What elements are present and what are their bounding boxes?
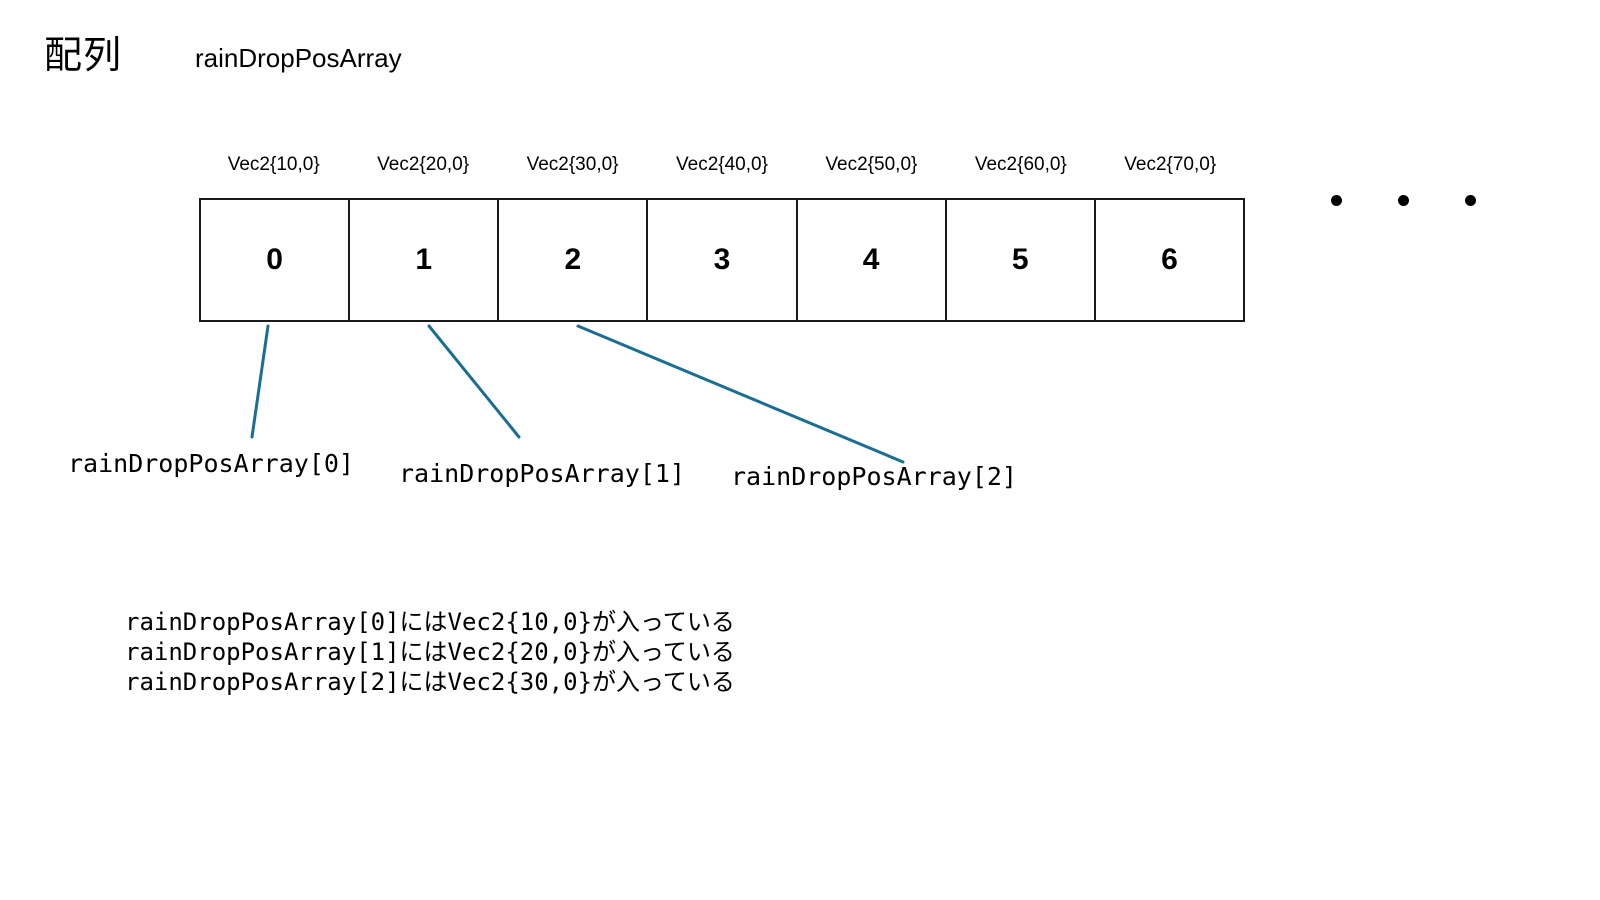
callout-label-index-1: rainDropPosArray[1]	[399, 459, 685, 488]
connector-line-1	[427, 324, 521, 439]
array-value-label: Vec2{30,0}	[526, 154, 619, 175]
array-value-label: Vec2{10,0}	[227, 154, 320, 175]
callout-label-index-2: rainDropPosArray[2]	[731, 462, 1017, 491]
array-cell: 5	[947, 200, 1096, 320]
explanation-block: rainDropPosArray[0]にはVec2{10,0}が入っている ra…	[125, 607, 735, 697]
array-value-label-row: Vec2{10,0} Vec2{20,0} Vec2{30,0} Vec2{40…	[199, 150, 1245, 180]
ellipsis-dot	[1331, 194, 1342, 206]
array-variable-name: rainDropPosArray	[195, 43, 402, 73]
array-value-label: Vec2{60,0}	[974, 154, 1067, 175]
array-value-label: Vec2{70,0}	[1124, 154, 1217, 175]
explanation-line: rainDropPosArray[1]にはVec2{20,0}が入っている	[125, 638, 735, 666]
explanation-line: rainDropPosArray[0]にはVec2{10,0}が入っている	[125, 608, 735, 636]
connector-line-0	[250, 324, 270, 439]
array-cell: 6	[1161, 243, 1178, 276]
array-cell: 3	[648, 200, 798, 320]
connector-line-2	[576, 324, 905, 464]
array-cell: 4	[798, 200, 947, 320]
array-value-label: Vec2{40,0}	[676, 154, 768, 175]
ellipsis-icon	[1331, 188, 1476, 212]
ellipsis-dot	[1398, 194, 1409, 206]
array-cell: 0	[201, 200, 351, 320]
array-diagram: 0 1 2 3 4 5 6	[199, 198, 1245, 322]
ellipsis-dot	[1465, 194, 1476, 206]
array-cell: 1	[350, 200, 500, 320]
page-title: 配列	[44, 33, 123, 77]
array-cell: 2	[499, 200, 649, 320]
array-value-label: Vec2{20,0}	[377, 154, 470, 175]
array-value-label: Vec2{50,0}	[825, 154, 918, 175]
explanation-line: rainDropPosArray[2]にはVec2{30,0}が入っている	[125, 668, 735, 696]
callout-label-index-0: rainDropPosArray[0]	[68, 449, 354, 478]
